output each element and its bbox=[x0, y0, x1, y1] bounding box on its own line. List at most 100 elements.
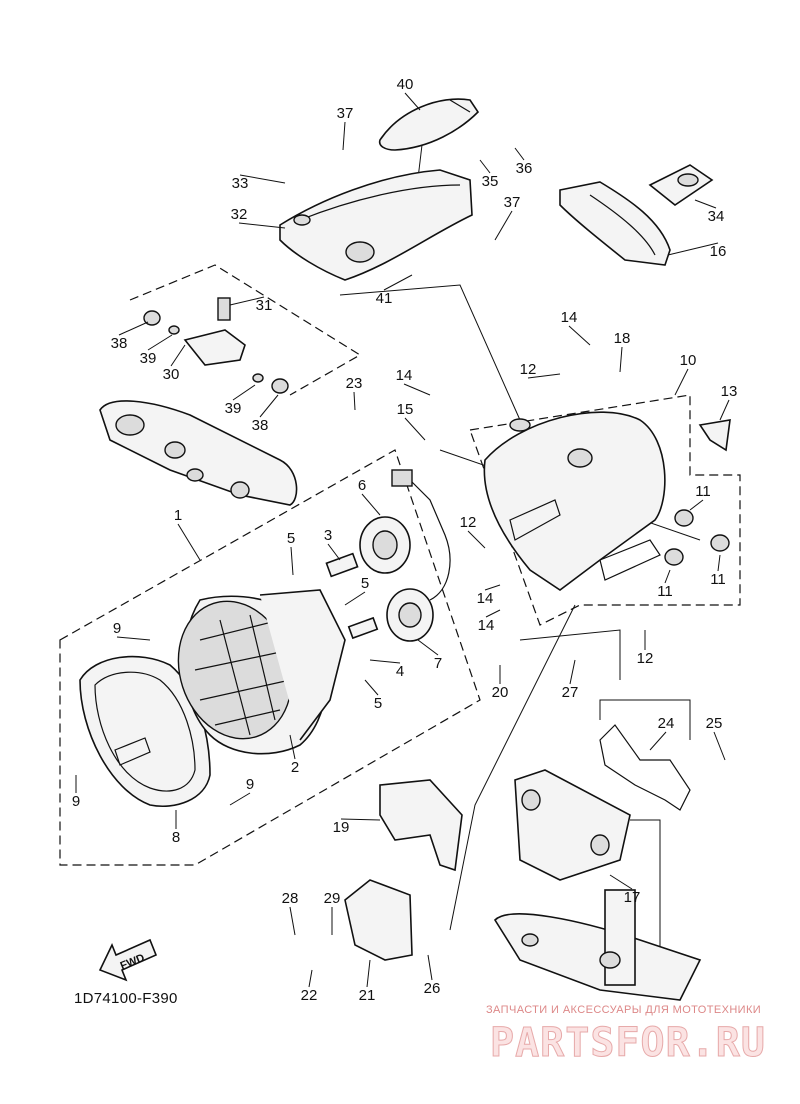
callout-leader bbox=[344, 591, 366, 606]
callout-label-18: 18 bbox=[614, 330, 631, 347]
callout-label-23: 23 bbox=[346, 375, 363, 392]
mounting-bracket bbox=[143, 297, 289, 394]
callout-leader bbox=[238, 222, 286, 229]
callout-label-9: 9 bbox=[72, 793, 80, 810]
callout-label-12: 12 bbox=[520, 361, 537, 378]
mounting-plate bbox=[344, 879, 413, 961]
callout-label-5: 5 bbox=[374, 695, 382, 712]
leader-line bbox=[519, 629, 621, 680]
callout-label-14: 14 bbox=[561, 309, 578, 326]
callout-leader bbox=[713, 731, 726, 761]
headlight-unit bbox=[177, 589, 346, 755]
callout-label-27: 27 bbox=[562, 684, 579, 701]
callout-leader bbox=[667, 242, 719, 256]
callout-leader bbox=[514, 147, 525, 161]
bulb-secondary bbox=[347, 616, 379, 640]
callout-label-9: 9 bbox=[113, 620, 121, 637]
callout-leader bbox=[484, 584, 501, 591]
callout-leader bbox=[619, 346, 623, 373]
callout-label-11: 11 bbox=[710, 571, 726, 588]
grommet bbox=[710, 534, 730, 552]
callout-leader bbox=[403, 383, 431, 396]
callout-leader bbox=[361, 493, 381, 516]
callout-leader bbox=[674, 368, 689, 396]
callout-label-41: 41 bbox=[376, 290, 393, 307]
headlight-stay bbox=[514, 769, 631, 881]
callout-label-5: 5 bbox=[287, 530, 295, 547]
headlight-assembly-outline bbox=[59, 449, 481, 866]
leader-line bbox=[630, 819, 661, 960]
callout-label-19: 19 bbox=[333, 819, 350, 836]
callout-label-4: 4 bbox=[396, 663, 404, 680]
headlight-body-outline bbox=[469, 394, 741, 626]
callout-leader bbox=[467, 530, 486, 549]
bulb bbox=[325, 552, 359, 578]
reflector-bracket bbox=[698, 419, 731, 452]
callout-label-16: 16 bbox=[710, 243, 727, 260]
forward-direction-arrow: FWD bbox=[98, 938, 158, 982]
cover-clip bbox=[648, 164, 714, 206]
diagram-code: 1D74100-F390 bbox=[74, 990, 178, 1007]
callout-leader bbox=[427, 954, 433, 981]
callout-label-1: 1 bbox=[174, 507, 182, 524]
callout-leader bbox=[353, 391, 356, 411]
callout-group: 1234555678999101111111212121314141414151… bbox=[72, 76, 738, 1004]
callout-leader bbox=[404, 417, 426, 441]
callout-leader bbox=[404, 92, 421, 111]
callout-label-38: 38 bbox=[111, 335, 128, 352]
callout-leader bbox=[719, 399, 730, 421]
callout-label-3: 3 bbox=[324, 527, 332, 544]
callout-label-12: 12 bbox=[460, 514, 477, 531]
callout-label-20: 20 bbox=[492, 684, 509, 701]
leader-line bbox=[449, 604, 576, 931]
callout-label-37: 37 bbox=[337, 105, 354, 122]
callout-label-11: 11 bbox=[657, 583, 673, 600]
callout-leader bbox=[232, 384, 256, 401]
callout-leader bbox=[327, 543, 341, 561]
callout-leader bbox=[485, 609, 501, 618]
callout-label-2: 2 bbox=[291, 759, 299, 776]
callout-label-15: 15 bbox=[397, 401, 414, 418]
callout-label-17: 17 bbox=[624, 889, 641, 906]
callout-label-38: 38 bbox=[252, 417, 269, 434]
leader-line bbox=[339, 284, 521, 421]
callout-label-28: 28 bbox=[282, 890, 299, 907]
callout-leader bbox=[342, 121, 346, 151]
callout-leader bbox=[259, 394, 279, 418]
callout-label-9: 9 bbox=[246, 776, 254, 793]
callout-label-14: 14 bbox=[477, 590, 494, 607]
callout-label-36: 36 bbox=[516, 160, 533, 177]
cover-cap bbox=[378, 98, 480, 151]
callout-leader bbox=[369, 659, 401, 664]
callout-leader bbox=[229, 296, 265, 306]
callout-leader bbox=[116, 636, 151, 641]
callout-leader bbox=[383, 274, 413, 291]
callout-label-11: 11 bbox=[695, 483, 711, 500]
callout-label-12: 12 bbox=[637, 650, 654, 667]
leader-line bbox=[599, 699, 691, 740]
callout-label-21: 21 bbox=[359, 987, 376, 1004]
callout-leader bbox=[289, 734, 296, 760]
callout-label-14: 14 bbox=[478, 617, 495, 634]
bulb-socket bbox=[359, 516, 411, 574]
callout-leader bbox=[694, 199, 717, 209]
callout-leader bbox=[689, 499, 704, 511]
watermark-brand: PARTSFOR.RU bbox=[490, 1020, 766, 1067]
callout-leader bbox=[649, 731, 667, 751]
callout-leader bbox=[417, 639, 439, 656]
callout-leader bbox=[308, 969, 313, 988]
callout-label-35: 35 bbox=[482, 173, 499, 190]
callout-leader bbox=[340, 818, 381, 821]
callout-leader bbox=[364, 679, 379, 696]
callout-leader bbox=[494, 210, 513, 241]
callout-leader bbox=[239, 174, 286, 184]
callout-label-14: 14 bbox=[396, 367, 413, 384]
callout-label-30: 30 bbox=[163, 366, 180, 383]
upper-triple-clamp bbox=[99, 400, 298, 506]
callout-leader bbox=[664, 569, 671, 584]
callout-leader bbox=[289, 906, 296, 936]
callout-leader bbox=[568, 325, 591, 346]
cushion-pad bbox=[379, 779, 463, 872]
callout-label-26: 26 bbox=[424, 980, 441, 997]
callout-leader bbox=[177, 523, 201, 561]
